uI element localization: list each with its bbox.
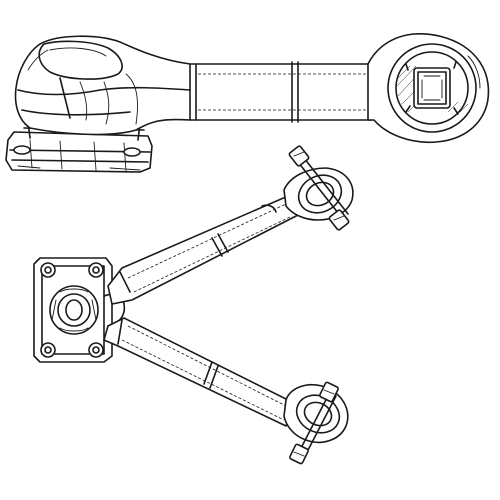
v-stay-arm: [33, 145, 354, 465]
upper-arm: [107, 195, 301, 305]
rod-tube: [189, 61, 373, 123]
apex-housing: [33, 257, 126, 363]
left-ball-head: [14, 35, 191, 136]
lower-arm: [103, 317, 297, 427]
straight-torque-rod: [5, 33, 490, 173]
right-eye-bushing: [367, 33, 490, 144]
lower-end-eye: [283, 381, 349, 465]
upper-end-eye: [283, 145, 354, 231]
